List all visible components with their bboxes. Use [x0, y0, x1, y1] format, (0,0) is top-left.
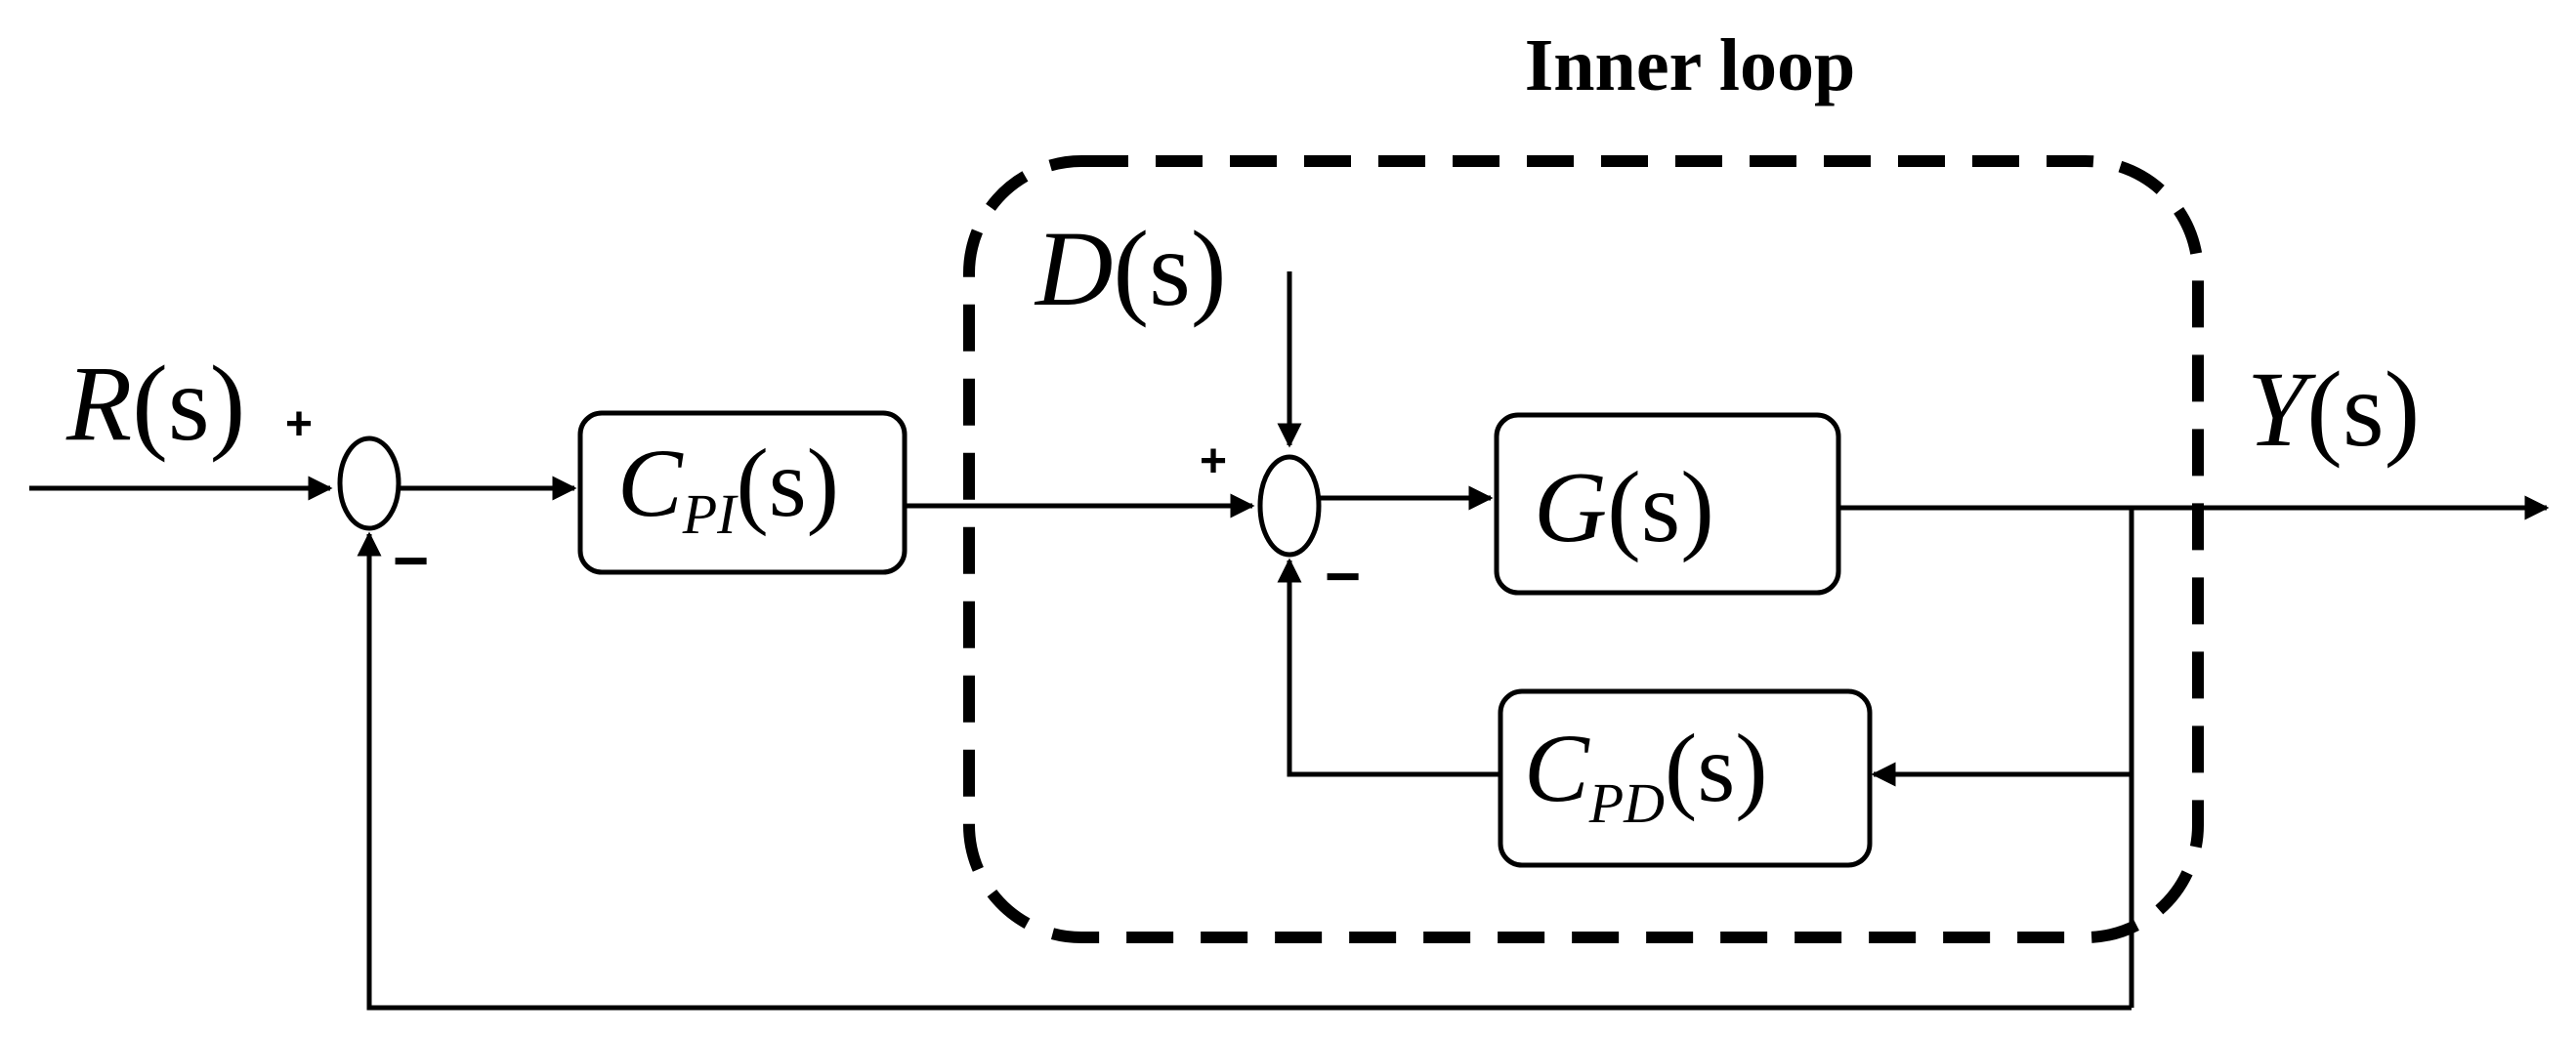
pd-controller-label: CPD(s): [1524, 714, 1768, 835]
pd-to-inner-junction-arrow: [1277, 558, 1500, 777]
outer-minus-sign: −: [393, 525, 429, 596]
outer-summing-junction: [337, 436, 401, 531]
plant-label: G(s): [1534, 451, 1714, 563]
outer-plus-sign: +: [285, 398, 313, 450]
pi-controller-label: CPI(s): [617, 429, 839, 546]
plant-block: [1494, 412, 1841, 596]
inner-loop-boundary: [963, 155, 2204, 943]
disturbance-label: D(s): [1034, 209, 1227, 328]
pi-controller-block: [577, 410, 908, 575]
output-label: Y(s): [2247, 350, 2420, 469]
inner-loop-label: Inner loop: [1525, 24, 1856, 106]
pd-controller-block: [1498, 688, 1873, 868]
outer-feedback-arrow: [357, 531, 2132, 1011]
inner-summing-junction: [1257, 454, 1322, 558]
inner-minus-sign: −: [1325, 541, 1361, 611]
input-label: R(s): [65, 344, 245, 463]
inner-plus-sign: +: [1200, 436, 1227, 487]
